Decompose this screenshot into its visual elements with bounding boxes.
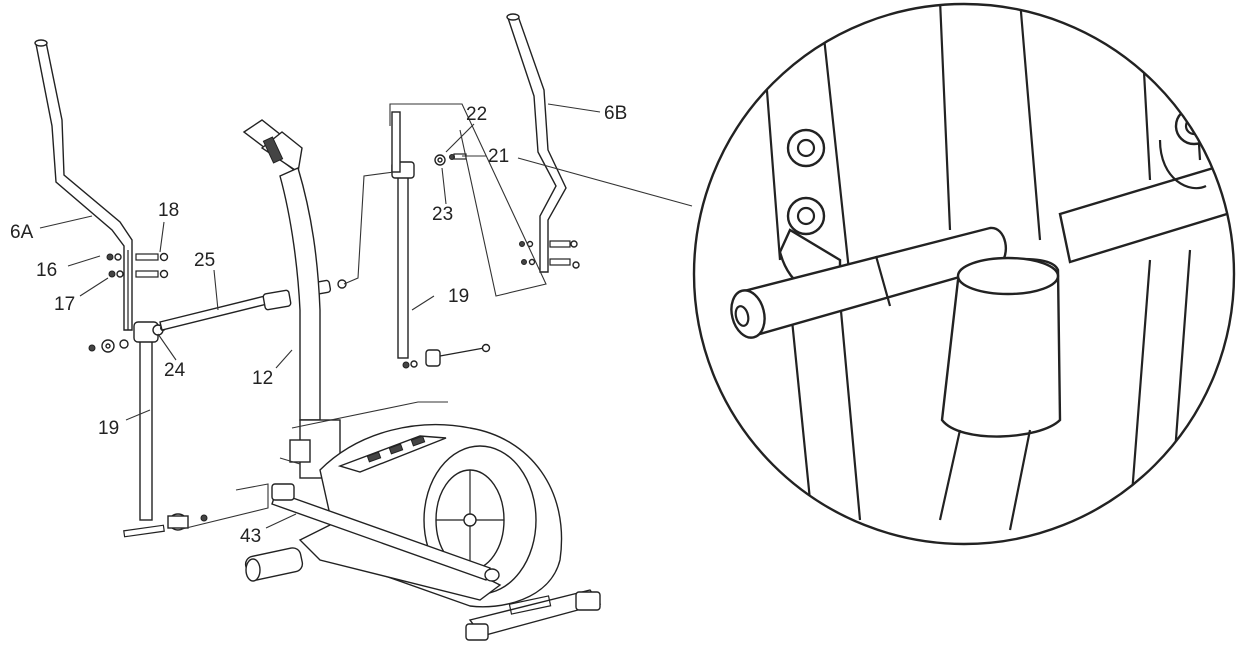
label-22: 22 — [466, 104, 487, 125]
left-handlebar-6a — [34, 39, 133, 331]
label-16: 16 — [36, 260, 57, 281]
label-6a: 6A — [10, 222, 34, 243]
right-bolts — [434, 153, 467, 166]
label-19-left: 19 — [98, 418, 119, 439]
right-lower-arm-19 — [391, 111, 491, 369]
label-6b: 6B — [604, 103, 627, 124]
center-column-12 — [242, 119, 341, 479]
label-17: 17 — [54, 294, 75, 315]
leader-lines — [39, 103, 601, 529]
label-19-right: 19 — [448, 286, 469, 307]
left-bolts — [106, 252, 169, 279]
right-handlebar-6b — [506, 13, 580, 273]
rail-43 — [271, 483, 500, 582]
left-lower-arm-19 — [133, 321, 189, 531]
part-labels: 6A 18 16 17 25 24 19 12 43 19 22 21 23 6… — [10, 103, 627, 547]
label-43: 43 — [240, 526, 261, 547]
assembly-lines — [177, 103, 693, 531]
label-18: 18 — [158, 200, 179, 221]
label-21: 21 — [488, 146, 509, 167]
label-12: 12 — [252, 368, 273, 389]
detail-zoom-view — [692, 2, 1236, 546]
label-25: 25 — [194, 250, 215, 271]
label-23: 23 — [432, 204, 453, 225]
label-24: 24 — [164, 360, 186, 381]
